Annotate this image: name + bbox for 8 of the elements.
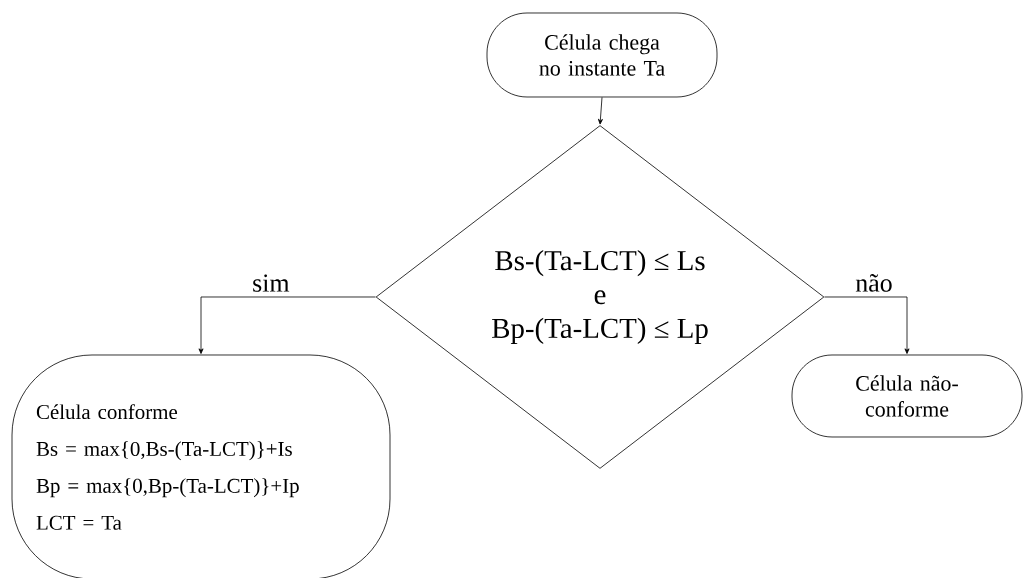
start-terminal: Célula chega no instante Ta bbox=[486, 12, 718, 98]
arrow bbox=[824, 296, 910, 354]
edge-label: não bbox=[854, 273, 894, 293]
arrow bbox=[198, 296, 376, 354]
end-terminal: Célula não-conforme bbox=[791, 354, 1023, 438]
edge-label: sim bbox=[251, 273, 291, 293]
arrow bbox=[597, 97, 603, 125]
process-box: Célula conforme Bs = max{0,Bs-(Ta-LCT)}+Is Bp = max{0,Bp-(Ta-LCT)}+Ip LCT = Ta bbox=[11, 354, 391, 578]
